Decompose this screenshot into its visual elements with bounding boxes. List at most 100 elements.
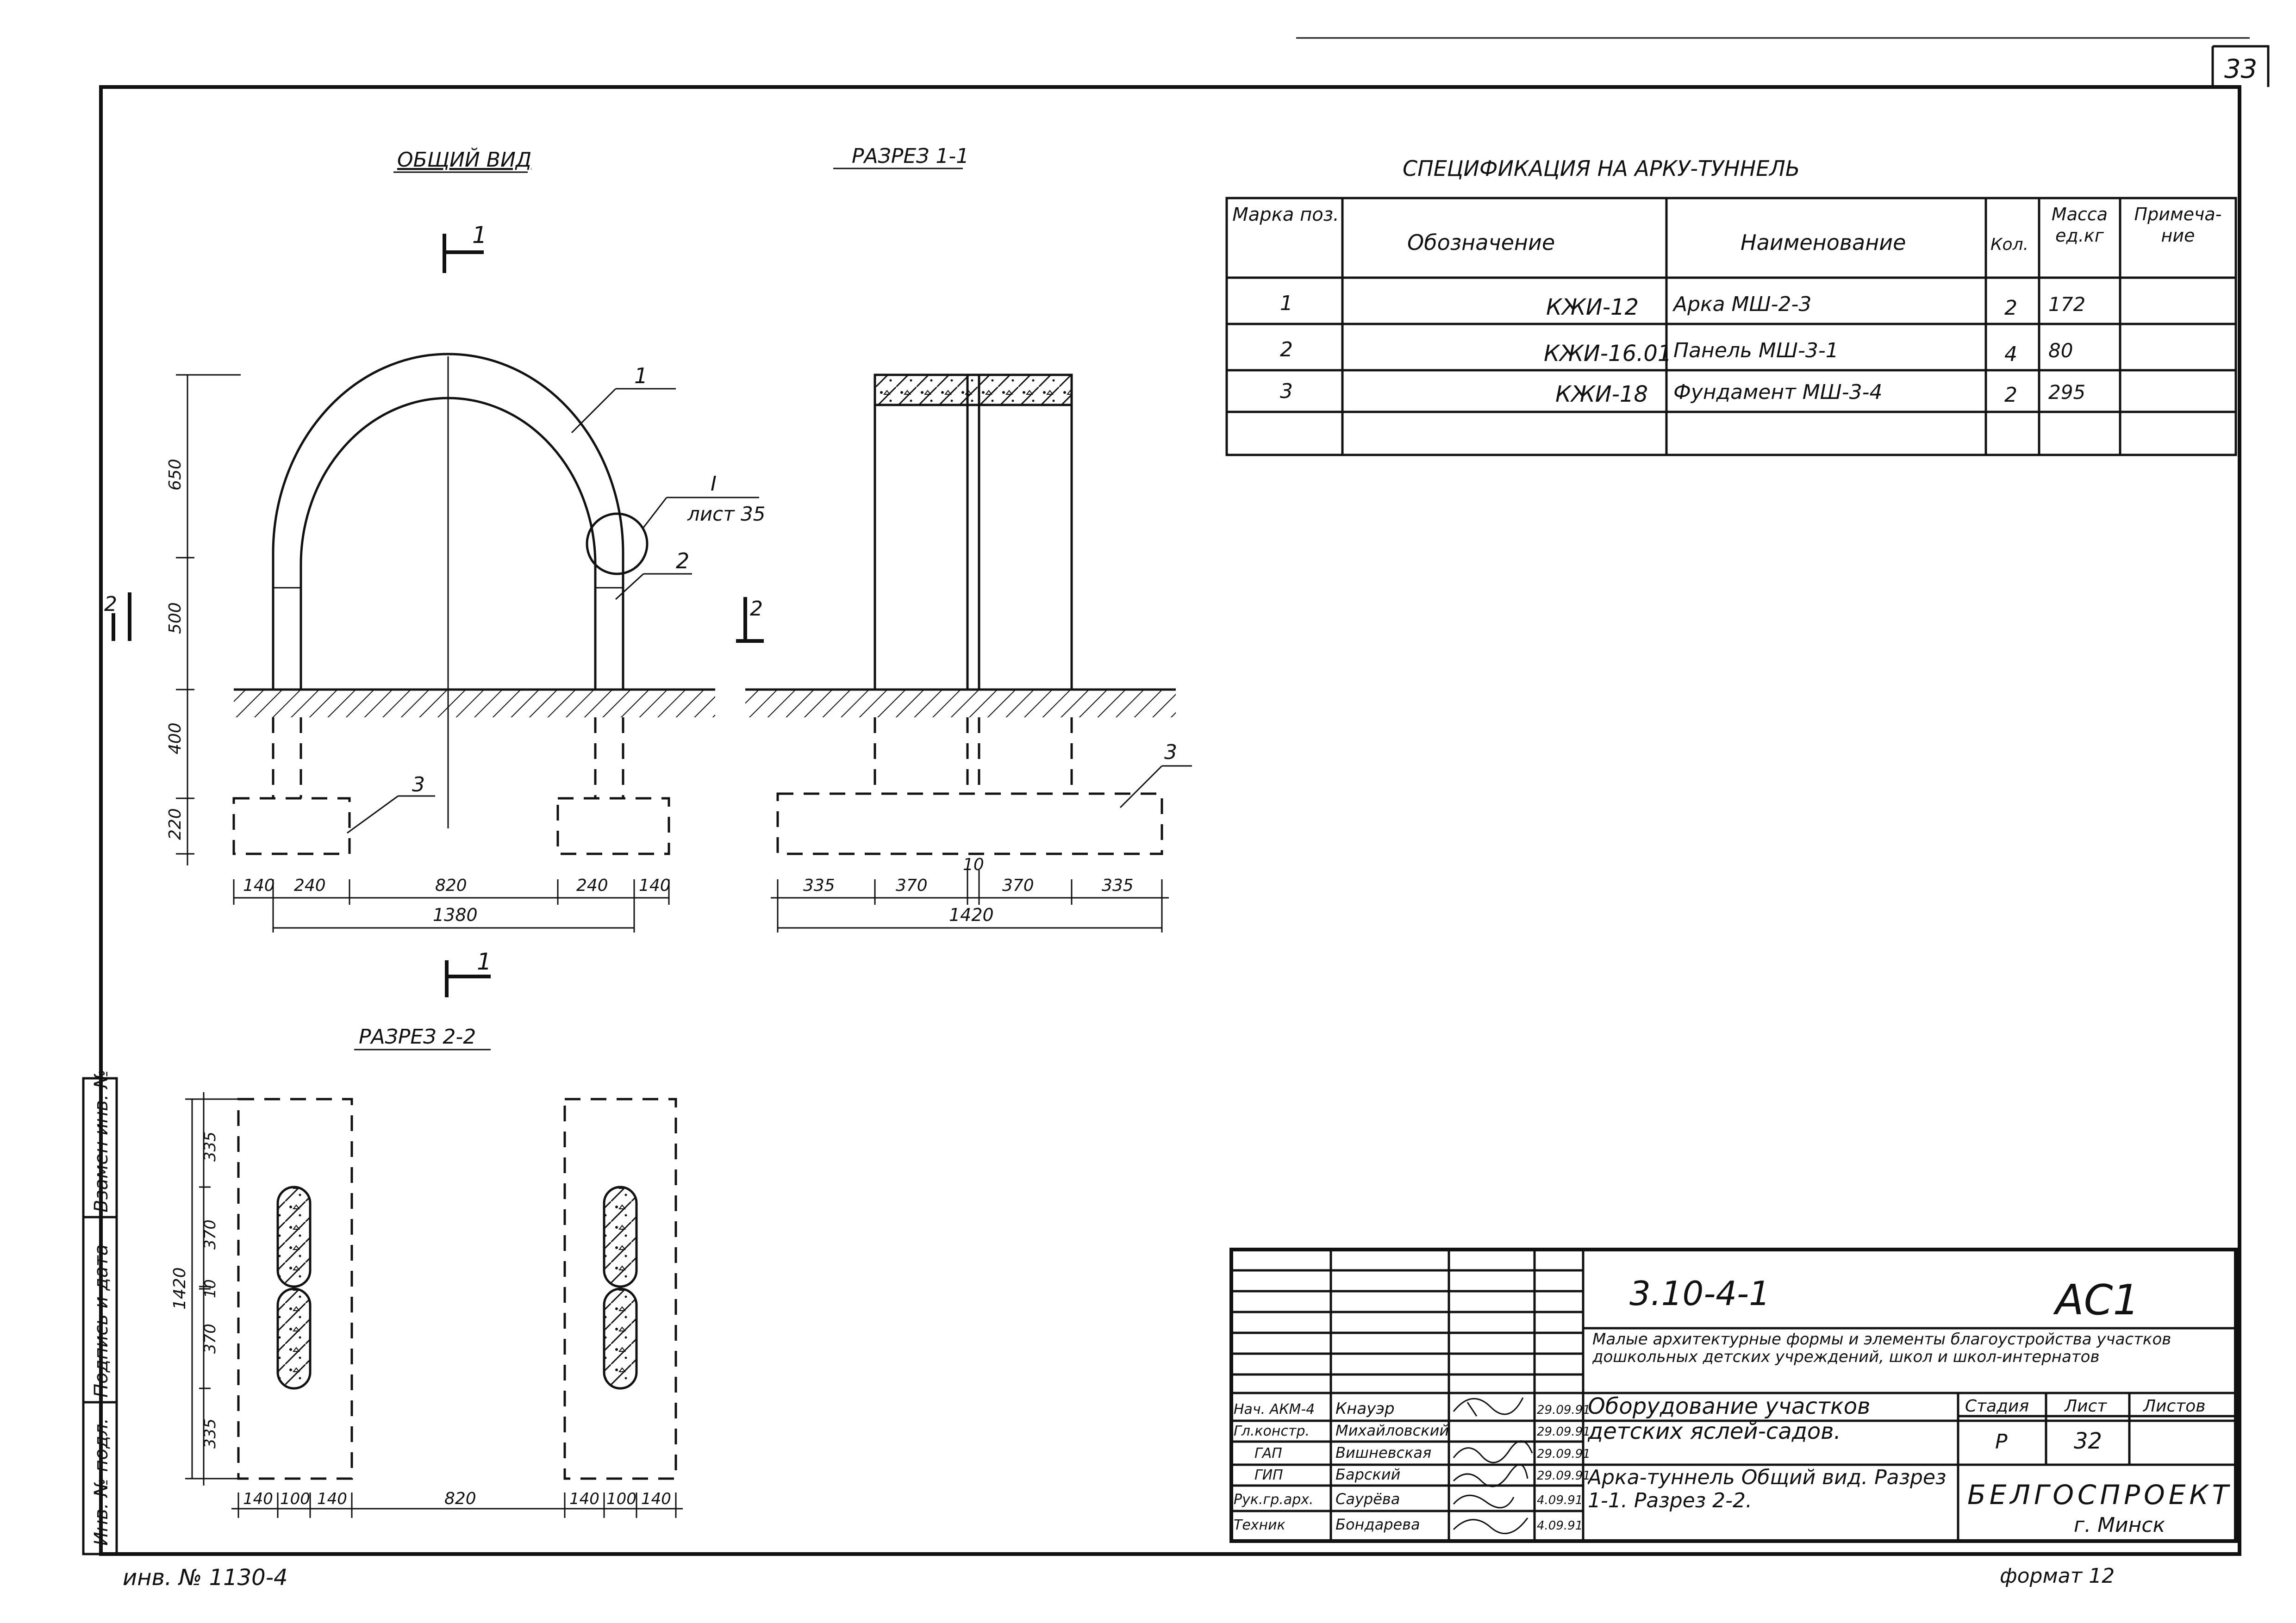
title-block-project-title: Оборудование участков детских яслей-садо… bbox=[1588, 1394, 1871, 1444]
signer-row: Техник Бондарева 4.09.91 bbox=[1234, 1516, 1583, 1533]
stamp-replaced-inv: Взамен инв. № bbox=[91, 1069, 112, 1213]
svg-text:1: 1 bbox=[634, 363, 648, 388]
svg-text:Техник: Техник bbox=[1234, 1517, 1285, 1533]
general-view-title: ОБЩИЙ ВИД bbox=[397, 147, 531, 172]
svg-text:Барский: Барский bbox=[1335, 1466, 1400, 1483]
svg-text:КЖИ-16.01: КЖИ-16.01 bbox=[1544, 341, 1672, 367]
spec-header-mark: Марка поз. bbox=[1232, 204, 1339, 225]
title-block-sheet-mark: АС1 bbox=[2053, 1276, 2140, 1325]
spec-header-qty: Кол. bbox=[1990, 235, 2028, 254]
svg-text:335: 335 bbox=[201, 1418, 219, 1449]
svg-text:Рук.гр.арх.: Рук.гр.арх. bbox=[1234, 1492, 1314, 1508]
inventory-note: инв. № 1130-4 bbox=[123, 1565, 288, 1591]
svg-text:3: 3 bbox=[1164, 740, 1177, 764]
svg-text:Михайловский: Михайловский bbox=[1335, 1422, 1449, 1439]
signer-row: ГАП Вишневская 29.09.91 bbox=[1254, 1444, 1591, 1461]
spec-header-note: Примеча-ние bbox=[2134, 204, 2222, 246]
arch-element bbox=[272, 353, 624, 690]
stage-value: Р bbox=[1995, 1430, 2008, 1454]
foundation-right bbox=[556, 797, 670, 855]
node-circle bbox=[586, 512, 649, 575]
svg-text:1: 1 bbox=[1280, 292, 1293, 315]
svg-text:370: 370 bbox=[896, 876, 928, 895]
svg-text:4: 4 bbox=[2004, 342, 2017, 366]
spec-header-designation: Обозначение bbox=[1407, 230, 1555, 255]
svg-text:29.09.91: 29.09.91 bbox=[1537, 1425, 1591, 1439]
buried-legs bbox=[272, 717, 624, 798]
svg-text:I: I bbox=[711, 472, 717, 496]
svg-text:КЖИ-18: КЖИ-18 bbox=[1555, 381, 1648, 407]
svg-text:3: 3 bbox=[412, 773, 425, 796]
svg-text:Кнауэр: Кнауэр bbox=[1335, 1399, 1395, 1418]
svg-text:2: 2 bbox=[2004, 383, 2017, 407]
svg-text:140: 140 bbox=[639, 876, 671, 895]
stamp-signature-date: Подпись и дата bbox=[91, 1244, 112, 1398]
svg-text:820: 820 bbox=[435, 876, 467, 895]
svg-text:ГИП: ГИП bbox=[1254, 1467, 1283, 1483]
svg-text:140: 140 bbox=[641, 1490, 671, 1508]
foundation-left bbox=[232, 797, 351, 855]
svg-text:29.09.91: 29.09.91 bbox=[1537, 1447, 1591, 1461]
side-stamp: Инв. № подл. Подпись и дата Взамен инв. … bbox=[82, 1069, 118, 1555]
svg-text:820: 820 bbox=[444, 1489, 476, 1508]
svg-text:400: 400 bbox=[166, 722, 185, 754]
svg-text:Гл.констр.: Гл.констр. bbox=[1234, 1423, 1310, 1439]
svg-text:172: 172 bbox=[2048, 293, 2085, 316]
cut-mark-2-left: 2 bbox=[104, 592, 131, 641]
title-block-series-desc: Малые архитектурные формы и элементы бла… bbox=[1592, 1331, 2171, 1366]
svg-text:2: 2 bbox=[2004, 296, 2017, 320]
svg-text:140: 140 bbox=[569, 1490, 599, 1508]
svg-text:4.09.91: 4.09.91 bbox=[1537, 1519, 1583, 1533]
org-name: БЕЛГОСПРОЕКТ bbox=[1967, 1479, 2232, 1511]
svg-text:2: 2 bbox=[676, 548, 689, 573]
svg-text:Бондарева: Бондарева bbox=[1335, 1516, 1420, 1533]
spec-row: 2 КЖИ-16.01 Панель МШ-3-1 4 80 bbox=[1280, 338, 2073, 367]
section-1-1-foundation bbox=[776, 792, 1163, 855]
section-2-2: РАЗРЕЗ 2-2 335 370 10 370 335 1420 140 1… bbox=[170, 1025, 683, 1518]
svg-text:Арка МШ-2-3: Арка МШ-2-3 bbox=[1672, 292, 1811, 316]
svg-text:100: 100 bbox=[606, 1490, 636, 1508]
svg-text:370: 370 bbox=[1002, 876, 1034, 895]
svg-text:335: 335 bbox=[201, 1132, 219, 1162]
section-2-2-title: РАЗРЕЗ 2-2 bbox=[359, 1025, 476, 1049]
cut-mark-2-right: 2 bbox=[736, 597, 764, 643]
org-city: г. Минск bbox=[2074, 1513, 2165, 1537]
svg-text:500: 500 bbox=[166, 602, 185, 634]
spec-header-name: Наименование bbox=[1741, 230, 1906, 255]
sheets-label: Листов bbox=[2142, 1397, 2205, 1416]
section-1-1-title: РАЗРЕЗ 1-1 bbox=[852, 144, 969, 168]
cut-mark-1-top: 1 bbox=[443, 222, 487, 273]
svg-text:КЖИ-12: КЖИ-12 bbox=[1546, 294, 1639, 320]
svg-text:2: 2 bbox=[104, 592, 117, 616]
section-1-1: РАЗРЕЗ 1-1 3 335 370 10 370 335 1420 bbox=[745, 144, 1192, 933]
sheet-frame: 33 bbox=[99, 37, 2270, 1556]
svg-text:370: 370 bbox=[201, 1324, 219, 1354]
title-block-drawing-title: Арка-туннель Общий вид. Разрез 1-1. Разр… bbox=[1588, 1466, 1947, 1512]
svg-text:650: 650 bbox=[166, 459, 185, 491]
svg-text:2: 2 bbox=[750, 597, 763, 621]
svg-text:1380: 1380 bbox=[433, 905, 478, 925]
spec-title: СПЕЦИФИКАЦИЯ НА АРКУ-ТУННЕЛЬ bbox=[1403, 156, 1800, 181]
svg-text:10: 10 bbox=[201, 1279, 219, 1298]
svg-text:1: 1 bbox=[477, 948, 492, 975]
signer-row: Нач. АКМ-4 Кнауэр 29.09.91 bbox=[1234, 1399, 1591, 1418]
spec-row: 1 КЖИ-12 Арка МШ-2-3 2 172 bbox=[1280, 292, 2085, 320]
spec-table: СПЕЦИФИКАЦИЯ НА АРКУ-ТУННЕЛЬ Марка поз. … bbox=[1225, 156, 2237, 456]
svg-text:4.09.91: 4.09.91 bbox=[1537, 1493, 1583, 1507]
svg-text:29.09.91: 29.09.91 bbox=[1537, 1469, 1591, 1483]
svg-text:100: 100 bbox=[280, 1490, 310, 1508]
svg-text:ГАП: ГАП bbox=[1254, 1445, 1282, 1461]
title-block-code: 3.10-4-1 bbox=[1629, 1274, 1770, 1313]
svg-text:240: 240 bbox=[576, 876, 608, 895]
svg-text:Вишневская: Вишневская bbox=[1335, 1444, 1431, 1461]
svg-text:10: 10 bbox=[963, 855, 984, 874]
svg-text:140: 140 bbox=[243, 876, 275, 895]
svg-text:3: 3 bbox=[1280, 379, 1293, 403]
svg-text:220: 220 bbox=[166, 808, 185, 840]
general-view: ОБЩИЙ ВИД 1 1 2 2 bbox=[104, 147, 766, 997]
svg-text:1: 1 bbox=[472, 222, 487, 249]
svg-text:140: 140 bbox=[243, 1490, 273, 1508]
title-block: 3.10-4-1 АС1 Малые архитектурные формы и… bbox=[1229, 1248, 2238, 1543]
sheet-value: 32 bbox=[2074, 1428, 2102, 1454]
sheet-number: 33 bbox=[2224, 54, 2257, 84]
